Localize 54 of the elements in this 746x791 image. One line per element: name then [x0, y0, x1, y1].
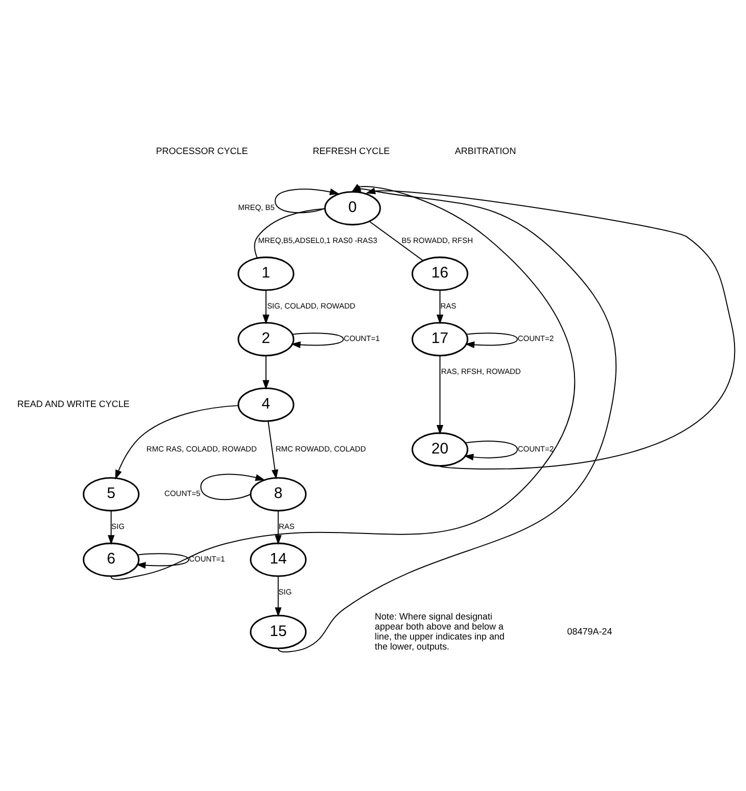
node-ellipse: 5: [82, 477, 140, 512]
edge-label: RMC RAS, COLADD, ROWADD: [146, 444, 257, 454]
arrow: [110, 184, 576, 580]
edge-label: RAS: [278, 522, 295, 531]
arrow: [464, 332, 518, 348]
arrow: [464, 440, 518, 460]
arrow: [366, 188, 735, 470]
node-ellipse: 1: [238, 256, 294, 291]
label: PROCESSOR CYCLE: [156, 146, 248, 156]
edge-label: MREQ,B5,ADSEL0,1 RAS0 -RAS3: [258, 236, 378, 245]
arrow: [436, 355, 444, 435]
label: ARBITRATION: [454, 146, 516, 156]
connector: [368, 220, 424, 262]
edge-label: RAS, RFSH, ROWADD: [441, 366, 521, 376]
connector: [254, 208, 326, 259]
arrow: [278, 185, 616, 652]
edge-label: COUNT=2: [518, 444, 554, 454]
arrow: [108, 510, 115, 545]
arrow: [290, 332, 344, 348]
node-ellipse: 14: [250, 542, 307, 577]
arrow: [268, 420, 278, 480]
edge-label: COUNT=2: [518, 334, 554, 344]
arrow: [115, 405, 239, 480]
label: Note: Where signal designati appear both above and below a line, the upper indicates inp and the lower, outputs.: [374, 611, 505, 652]
node-ellipse: 17: [412, 322, 468, 356]
node-ellipse: 6: [82, 542, 140, 577]
arrow: [274, 510, 282, 545]
arrow: [262, 355, 270, 390]
arrow: [136, 553, 190, 569]
arrow: [200, 474, 266, 500]
edge-label: RAS: [440, 301, 456, 310]
edge-label: MREQ, B5: [238, 203, 275, 212]
node-ellipse: 2: [238, 322, 294, 356]
label: READ AND WRITE CYCLE: [17, 399, 130, 410]
node-ellipse: 0: [324, 191, 381, 226]
edge-label: B5 ROWADD, RFSH: [402, 236, 473, 245]
node-ellipse: 20: [412, 432, 468, 467]
edge-label: COUNT=5: [164, 489, 200, 498]
arrow: [274, 188, 340, 214]
edge-label: COUNT=1: [344, 334, 380, 344]
label: 08479A-24: [567, 626, 612, 636]
edge-label: SIG: [278, 587, 292, 596]
node-ellipse: 8: [250, 477, 307, 512]
edge-label: SIG: [111, 522, 125, 531]
arrow: [274, 576, 282, 618]
node-ellipse: 16: [412, 256, 468, 291]
label: REFRESH CYCLE: [312, 146, 390, 156]
edge-label: SIG, COLADD, ROWADD: [267, 301, 356, 310]
edge-label: COUNT=1: [188, 554, 225, 564]
arrow: [436, 290, 444, 324]
arrow: [262, 290, 270, 324]
edge-label: RMC ROWADD, COLADD: [276, 444, 366, 454]
node-ellipse: 15: [250, 614, 307, 650]
node-ellipse: 4: [238, 388, 294, 422]
